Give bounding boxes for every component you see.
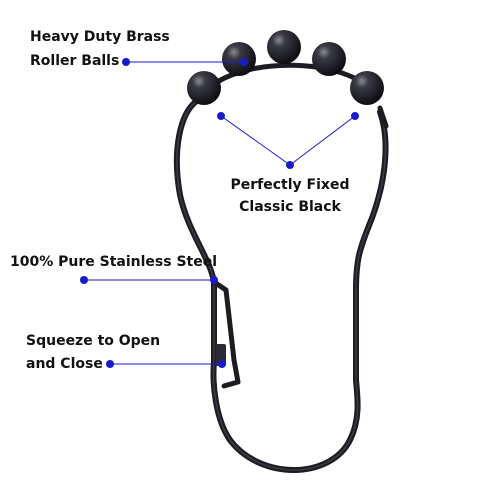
- annotation-lines: [84, 61, 356, 365]
- callout-squeeze-line1: Squeeze to Open: [26, 333, 161, 349]
- hook-wire-highlight: [176, 99, 387, 471]
- callout-fixed-line2: Classic Black: [239, 199, 341, 215]
- hook-latch: [211, 279, 241, 389]
- roller-ball: [187, 71, 221, 105]
- callout-brass-line2: Roller Balls: [30, 53, 120, 69]
- roller-ball: [222, 42, 256, 76]
- callout-stainless: 100% Pure Stainless Steel: [10, 254, 218, 270]
- roller-ball: [312, 42, 346, 76]
- callout-squeeze-line2: and Close: [26, 356, 103, 372]
- annotation-dots: [80, 58, 359, 368]
- roller-ball: [350, 71, 384, 105]
- callout-brass-line1: Heavy Duty Brass: [30, 29, 170, 45]
- rod-end-right: [377, 105, 389, 129]
- callout-fixed-line1: Perfectly Fixed: [230, 177, 350, 193]
- hook-wire: [173, 97, 389, 473]
- roller-ball: [267, 30, 301, 64]
